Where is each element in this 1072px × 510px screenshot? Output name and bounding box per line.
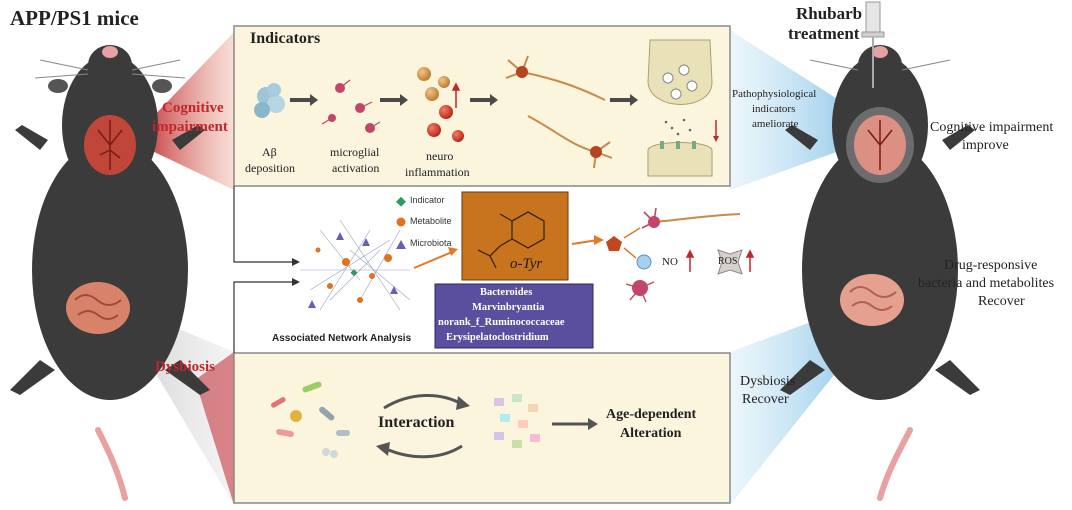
inflammation-balls <box>417 67 464 142</box>
left-gut <box>66 282 130 334</box>
network-caption: Associated Network Analysis <box>272 333 412 344</box>
neuro-label-line1: neuro <box>426 149 454 163</box>
bubble-icon <box>636 254 652 270</box>
connector-bottom <box>233 281 292 353</box>
up-arrow-icon <box>451 82 461 108</box>
connector-top <box>233 186 292 263</box>
no-label: NO <box>662 256 678 268</box>
molecule-box <box>461 191 569 281</box>
drug-responsive-line2: bacteria and metabolites <box>918 276 1055 291</box>
ros-star-icon <box>717 249 743 275</box>
cognitive-improve-line2: improve <box>962 138 1009 153</box>
molecule-label: o-Tyr <box>510 256 543 272</box>
bacteria-box <box>434 283 594 349</box>
legend-indicator-icon <box>396 196 406 207</box>
neuro-label-line2: inflammation <box>405 165 470 179</box>
neuron-right-icon <box>641 207 741 229</box>
tyrosine-structure <box>477 211 545 269</box>
interaction-arrows-icon <box>383 394 463 459</box>
bacteria-cluster-icon <box>270 381 350 458</box>
abeta-label-line2: deposition <box>245 161 295 175</box>
age-label-line1: Age-dependent <box>606 407 697 422</box>
indicators-panel <box>233 25 731 187</box>
arrow-icon <box>290 94 638 106</box>
microglia-cell-icon <box>625 280 655 303</box>
right-title-line2: treatment <box>788 24 860 43</box>
patho-label-line3: ameliorate <box>752 118 799 130</box>
no-arrow-icon <box>685 249 695 272</box>
dysbiosis-recover-line2: Recover <box>742 392 789 407</box>
network-nodes <box>308 232 398 308</box>
bacteria-3: norank_f_Ruminococcaceae <box>438 317 565 328</box>
abeta-label-line1: Aβ <box>262 145 277 159</box>
right-mouse <box>780 45 980 501</box>
microglia-icon <box>321 79 381 133</box>
cognitive-improve-line1: Cognitive impairment <box>930 120 1054 135</box>
pentagon-icon <box>606 236 622 251</box>
dysbiosis-recover-line1: Dysbiosis <box>740 374 796 389</box>
legend-microbiota-icon <box>396 240 406 249</box>
dysbiosis-panel <box>233 352 731 504</box>
patho-label-line1: Pathophysiological <box>732 88 817 100</box>
right-title-line1: Rhubarb <box>796 4 863 23</box>
cognitive-label-line1: Cognitive <box>162 100 224 116</box>
bacteria-1: Bacteroides <box>480 287 533 298</box>
microglial-label-line1: microglial <box>330 145 380 159</box>
indicators-title: Indicators <box>250 30 321 47</box>
legend-metabolite: Metabolite <box>410 216 452 226</box>
abeta-icon <box>254 83 285 118</box>
treatment-beam-top <box>730 30 870 190</box>
legend-indicator: Indicator <box>410 195 445 205</box>
cognitive-beam <box>150 32 234 190</box>
synapse-icon <box>647 39 719 177</box>
left-title: APP/PS1 mice <box>10 6 139 30</box>
ros-arrow-icon <box>745 249 755 272</box>
drug-responsive-line3: Recover <box>978 294 1025 309</box>
bacteria-4: Erysipelatoclostridium <box>446 332 549 343</box>
bacteria-2: Marvinbryantia <box>472 302 545 313</box>
drug-responsive-line1: Drug-responsive <box>944 258 1038 273</box>
right-gut <box>840 274 904 326</box>
network-graph <box>300 219 411 311</box>
patho-label-line2: indicators <box>752 103 796 115</box>
ros-label: ROS <box>718 256 738 267</box>
cognitive-label-line2: impairment <box>152 119 228 135</box>
legend-microbiota: Microbiota <box>410 238 452 248</box>
age-label-line2: Alteration <box>620 426 682 441</box>
dysbiosis-label: Dysbiosis <box>155 359 216 375</box>
altered-bacteria-icon <box>494 394 540 448</box>
interaction-label: Interaction <box>378 414 455 431</box>
legend-metabolite-icon <box>396 217 406 227</box>
syringe-icon <box>861 1 885 88</box>
dysbiosis-beam <box>110 300 234 505</box>
microglial-label-line2: activation <box>332 161 380 175</box>
